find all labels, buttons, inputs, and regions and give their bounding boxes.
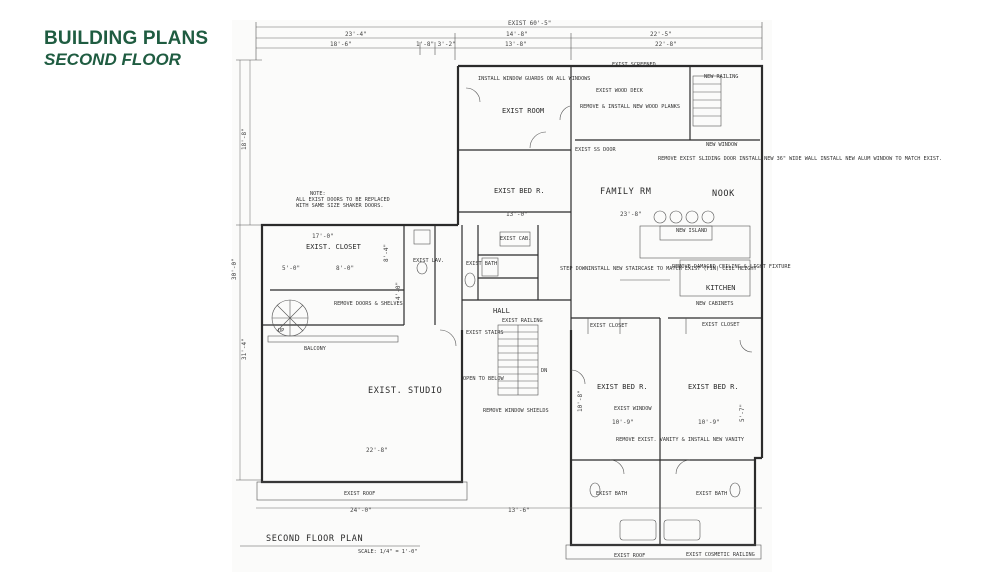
note-new-island: NEW ISLAND <box>676 228 707 234</box>
note-new-cabinets: NEW CABINETS <box>696 301 733 307</box>
page-title: BUILDING PLANS <box>44 28 209 49</box>
label-exist-studio: EXIST. STUDIO <box>368 386 442 396</box>
deck-stairs <box>692 75 722 127</box>
note-remove-damaged: REMOVE DAMAGED CEILING & LIGHT FIXTURE <box>672 264 791 270</box>
label-exist-room: EXIST ROOM <box>502 107 544 115</box>
label-exist-bath-right: EXIST BATH <box>696 491 727 497</box>
label-exist-lav: EXIST LAV. <box>413 258 444 264</box>
new-island <box>659 225 713 241</box>
note-down: DN <box>541 368 547 374</box>
note-exist-stairs: EXIST STAIRS <box>466 330 503 336</box>
dim-row2-c: 13'-8" <box>505 41 527 48</box>
dim-top-b: 14'-8" <box>506 31 528 38</box>
label-exist-bed-right: EXIST BED R. <box>688 383 739 391</box>
note-install-new-stair: INSTALL NEW STAIRCASE TO MATCH EXIST (FI… <box>588 266 757 272</box>
dim-side-d: 5'-7" <box>739 404 746 422</box>
note-exist-roof-right: EXIST ROOF <box>614 553 645 559</box>
plan-title: SECOND FLOOR PLAN <box>266 534 363 544</box>
room-labels: EXIST ROOM EXIST BED R. FAMILY RM NOOK E… <box>304 88 739 497</box>
label-nook: NOOK <box>712 189 735 199</box>
note-exist-ss-door: EXIST SS DOOR <box>575 147 616 153</box>
dim-side-b: 4'-0" <box>395 282 402 300</box>
label-exist-closet-small: EXIST CLOSET <box>590 323 627 329</box>
label-exist-bath-left: EXIST BATH <box>596 491 627 497</box>
dim-studio-w: 22'-8" <box>366 447 388 454</box>
label-exist-bed-left: EXIST BED R. <box>597 383 648 391</box>
label-exist-bath-center: EXIST BATH <box>466 261 497 267</box>
dim-row2-a: 18'-6" <box>330 41 352 48</box>
general-note-line1: NOTE: <box>310 191 326 197</box>
dim-fam-w: 23'-8" <box>620 211 642 218</box>
label-balcony: BALCONY <box>304 346 327 352</box>
inner-dimensions: 13'-0" 23'-8" 17'-0" 5'-0" 8'-0" 22'-8" … <box>282 211 746 514</box>
label-exist-bed-upper: EXIST BED R. <box>494 187 545 195</box>
general-note-line2: ALL EXIST DOORS TO BE REPLACED <box>296 197 390 203</box>
note-exist-railing: EXIST RAILING <box>502 318 543 324</box>
dim-side-a: 8'-4" <box>383 244 390 262</box>
dim-top-c: 22'-5" <box>650 31 672 38</box>
dim-left-v3: 31'-4" <box>241 338 248 360</box>
header: BUILDING PLANS SECOND FLOOR <box>44 28 208 70</box>
dim-bed-w: 13'-0" <box>506 211 528 218</box>
left-dimensions: 18'-8" 30'-0" 31'-4" <box>231 59 262 481</box>
label-family-rm: FAMILY RM <box>600 187 651 197</box>
note-exist-cabinet: EXIST CAB. <box>500 236 531 242</box>
dim-closet-a: 5'-0" <box>282 265 300 272</box>
note-new-window: NEW WINDOW <box>706 142 738 148</box>
note-exist-screened: EXIST SCREENED <box>612 62 656 68</box>
note-step-down: STEP DOWN <box>560 266 588 272</box>
note-remove-exist-sliding: REMOVE EXIST SLIDING DOOR INSTALL NEW 36… <box>658 156 942 162</box>
note-up: UP <box>278 328 284 334</box>
note-exist-window: EXIST WINDOW <box>614 406 652 412</box>
label-exist-closet: EXIST. CLOSET <box>306 243 362 251</box>
dim-closet-b: 8'-0" <box>336 265 354 272</box>
notes: NOTE: ALL EXIST DOORS TO BE REPLACED WIT… <box>278 62 942 559</box>
note-new-railing: NEW RAILING <box>704 74 738 80</box>
note-remove-doors: REMOVE DOORS & SHELVES <box>334 301 403 307</box>
exterior-walls <box>256 64 764 560</box>
main-stairs <box>497 324 539 396</box>
dim-top-total: EXIST 60'-5" <box>508 20 551 27</box>
dim-row2-d: 22'-8" <box>655 41 677 48</box>
note-remove-window-shields: REMOVE WINDOW SHIELDS <box>483 408 549 414</box>
dim-left-v1: 18'-8" <box>241 128 248 150</box>
note-exist-roof-left: EXIST ROOF <box>344 491 375 497</box>
note-exist-cosmetic: EXIST COSMETIC RAILING <box>686 552 755 558</box>
dim-row2-b: 1'-8" 3'-2" <box>416 41 456 48</box>
top-dimensions: EXIST 60'-5" 23'-4" 14'-8" 22'-5" 18'-6"… <box>255 20 763 60</box>
dim-closet-w: 17'-0" <box>312 233 334 240</box>
note-open-to-below: OPEN TO BELOW <box>463 376 504 382</box>
dim-bed-left-w: 10'-9" <box>612 419 634 426</box>
label-kitchen: KITCHEN <box>706 284 736 292</box>
dim-bottom-b: 13'-6" <box>508 507 530 514</box>
dim-side-c: 10'-8" <box>577 390 584 412</box>
note-remove-vanity: REMOVE EXIST. VANITY & INSTALL NEW VANIT… <box>616 437 745 443</box>
dim-top-a: 23'-4" <box>345 31 367 38</box>
dim-left-v2: 30'-0" <box>231 258 238 280</box>
dim-bed-right-w: 10'-9" <box>698 419 720 426</box>
fixtures <box>267 75 753 541</box>
label-exist-closet-right: EXIST CLOSET <box>702 322 739 328</box>
page-subtitle: SECOND FLOOR <box>44 50 181 69</box>
dim-bottom-a: 24'-0" <box>350 507 372 514</box>
plan-scale: SCALE: 1/4" = 1'-0" <box>358 549 417 555</box>
plan-title-block: SECOND FLOOR PLAN SCALE: 1/4" = 1'-0" <box>240 534 420 555</box>
label-hall: HALL <box>493 307 510 315</box>
label-exist-wood-deck: EXIST WOOD DECK <box>596 88 644 94</box>
general-note-line3: WITH SAME SIZE SHAKER DOORS. <box>296 203 383 209</box>
note-remove-install: REMOVE & INSTALL NEW WOOD PLANKS <box>580 104 680 110</box>
note-install-window: INSTALL WINDOW GUARDS ON ALL WINDOWS <box>478 76 590 82</box>
